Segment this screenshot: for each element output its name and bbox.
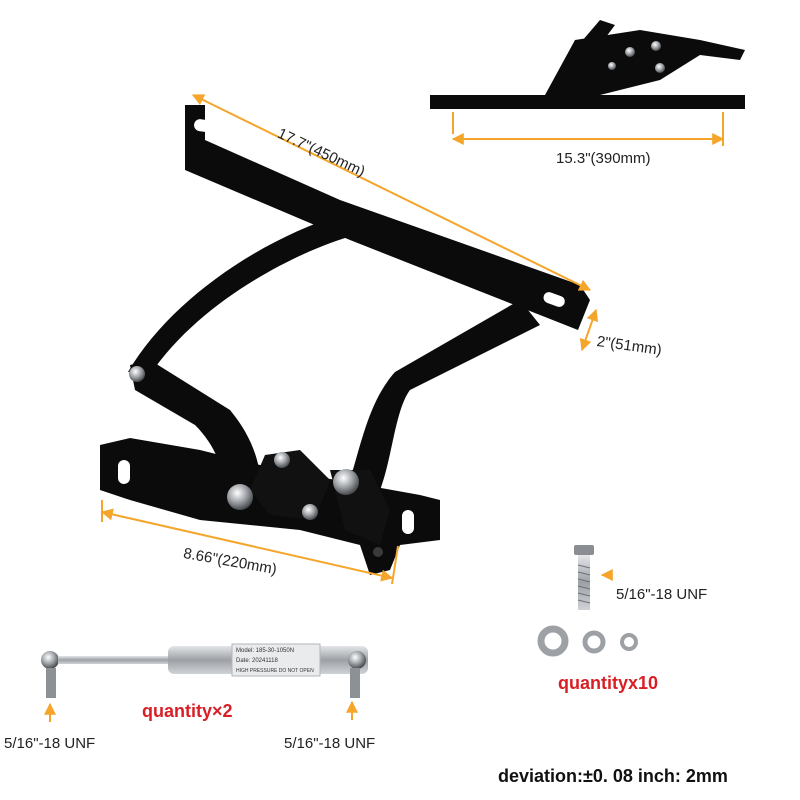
dimension-lines [100, 94, 725, 585]
strut-label-model: Model: 185-30-1050N [236, 648, 294, 654]
strut-right-thread-label: 5/16"-18 UNF [284, 735, 376, 752]
dimension-line-base-length [100, 508, 394, 582]
bolt-kit [537, 545, 638, 657]
dimension-line-arm-width [579, 308, 599, 352]
strut-label-date: Date: 20241118 [236, 658, 278, 664]
pivot-bolt [302, 504, 318, 520]
bolt-quantity-label: quantityx10 [558, 673, 659, 693]
bolt-shaft [578, 555, 590, 610]
dimension-label-side-length: 15.3"(390mm) [556, 150, 651, 167]
lower-link [350, 300, 540, 490]
pivot-bolt [333, 469, 359, 495]
deviation-note: deviation:±0. 08 inch: 2mm [498, 766, 728, 786]
pivot-bolt [129, 366, 145, 382]
bolt-thread-label: 5/16"-18 UNF [616, 586, 708, 603]
nut-washer [620, 633, 638, 651]
pivot-bolt [274, 452, 290, 468]
side-view-hinge [430, 20, 745, 109]
dimension-line-top-length [191, 94, 592, 291]
spring-washer [582, 630, 606, 654]
flat-washer [537, 625, 569, 657]
pivot-bolt [227, 484, 253, 510]
strut-left-thread-label: 5/16"-18 UNF [4, 735, 96, 752]
strut-quantity-label: quantity×2 [142, 701, 233, 721]
main-hinge [100, 105, 590, 575]
strut-label-warning: HIGH PRESSURE DO NOT OPEN [236, 668, 314, 674]
curved-arm [128, 215, 355, 375]
gas-strut: Model: 185-30-1050N Date: 20241118 HIGH … [41, 643, 368, 722]
